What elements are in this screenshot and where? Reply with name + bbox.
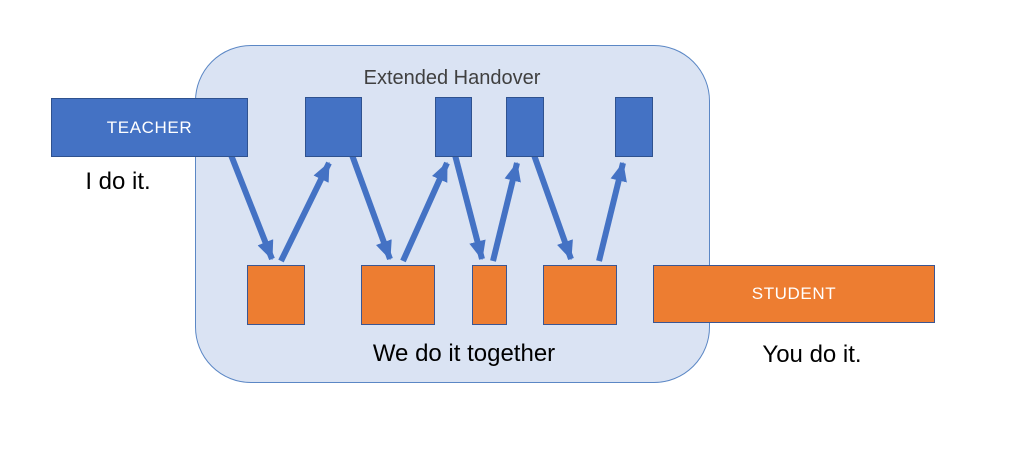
teacher-label: TEACHER (106, 117, 193, 137)
teacher-step-box-5 (615, 97, 653, 157)
diagram-title: Extended Handover (363, 67, 541, 89)
teacher-step-box-4 (506, 97, 544, 157)
student-step-box-4 (543, 265, 617, 325)
handover-container-shape (195, 45, 710, 383)
student-step-box-1 (247, 265, 305, 325)
student-step-box-3 (472, 265, 507, 325)
student-box: STUDENT (653, 265, 935, 323)
teacher-step-box-2 (305, 97, 362, 157)
teacher-box: TEACHER (51, 98, 248, 157)
container-caption: We do it together (372, 340, 556, 367)
student-caption: You do it. (762, 341, 862, 368)
teacher-step-box-3 (435, 97, 472, 157)
teacher-caption: I do it. (85, 168, 151, 195)
student-label: STUDENT (751, 284, 837, 303)
student-step-box-2 (361, 265, 435, 325)
